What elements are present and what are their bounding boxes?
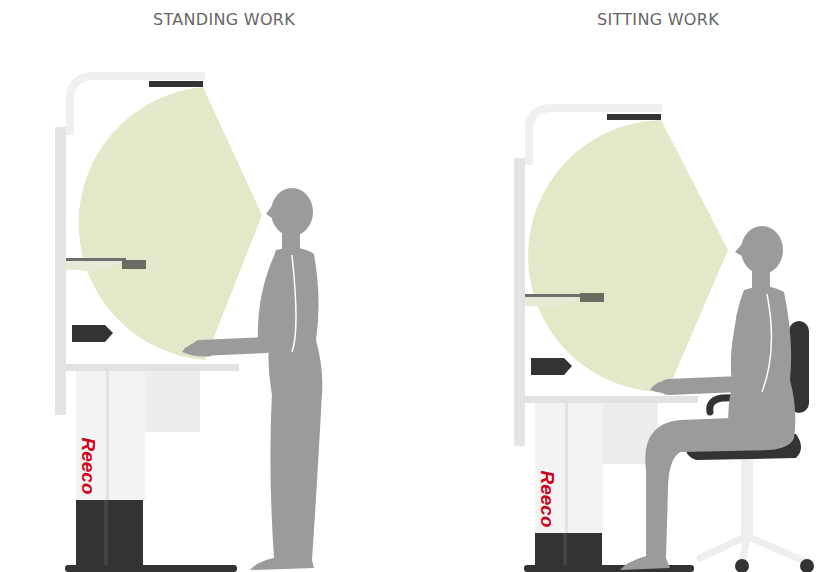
arm-outline: [292, 255, 296, 352]
pedestal-seam: [565, 402, 568, 535]
lamp: [607, 114, 661, 120]
panel-title: SITTING WORK: [597, 10, 719, 29]
wheel: [800, 559, 814, 572]
arm: [668, 300, 752, 387]
nose: [266, 206, 272, 218]
arm: [200, 262, 280, 348]
shelf-edge: [525, 294, 585, 297]
wheel: [735, 559, 749, 572]
nose: [735, 244, 742, 256]
drawer: [145, 370, 200, 432]
hand: [650, 380, 680, 394]
brand-logo: Reeco: [536, 470, 558, 527]
shelf-edge: [66, 258, 126, 261]
standing-workstation: [55, 76, 262, 572]
sitting-person: [620, 226, 795, 570]
arm-outline: [762, 294, 771, 392]
lamp: [149, 81, 203, 87]
sitting-workstation: [514, 108, 728, 572]
chair-stem: [741, 458, 753, 538]
desk-top: [525, 396, 698, 403]
hand: [182, 341, 212, 357]
side-column: [55, 127, 66, 415]
legs: [620, 418, 794, 570]
chair-legs: [700, 536, 806, 565]
lift-base: [535, 533, 602, 566]
floor-plate: [65, 565, 237, 572]
shelf-device: [122, 260, 146, 269]
lift-seam: [104, 500, 108, 565]
lift-seam: [563, 533, 567, 566]
holder: [72, 325, 113, 342]
panel-title: STANDING WORK: [153, 10, 295, 29]
lift-base: [76, 500, 143, 565]
pedestal: [535, 402, 603, 535]
light-cone: [79, 87, 262, 360]
side-column: [514, 158, 525, 446]
holder: [531, 358, 572, 375]
desk-top: [66, 364, 239, 371]
standing-person: [182, 188, 322, 570]
light-cone: [528, 120, 728, 392]
brand-logo: Reeco: [77, 437, 99, 494]
shelf-device: [580, 293, 604, 302]
shelf: [66, 259, 145, 271]
legs: [250, 392, 322, 570]
pedestal: [76, 370, 145, 500]
pedestal-seam: [106, 370, 109, 500]
